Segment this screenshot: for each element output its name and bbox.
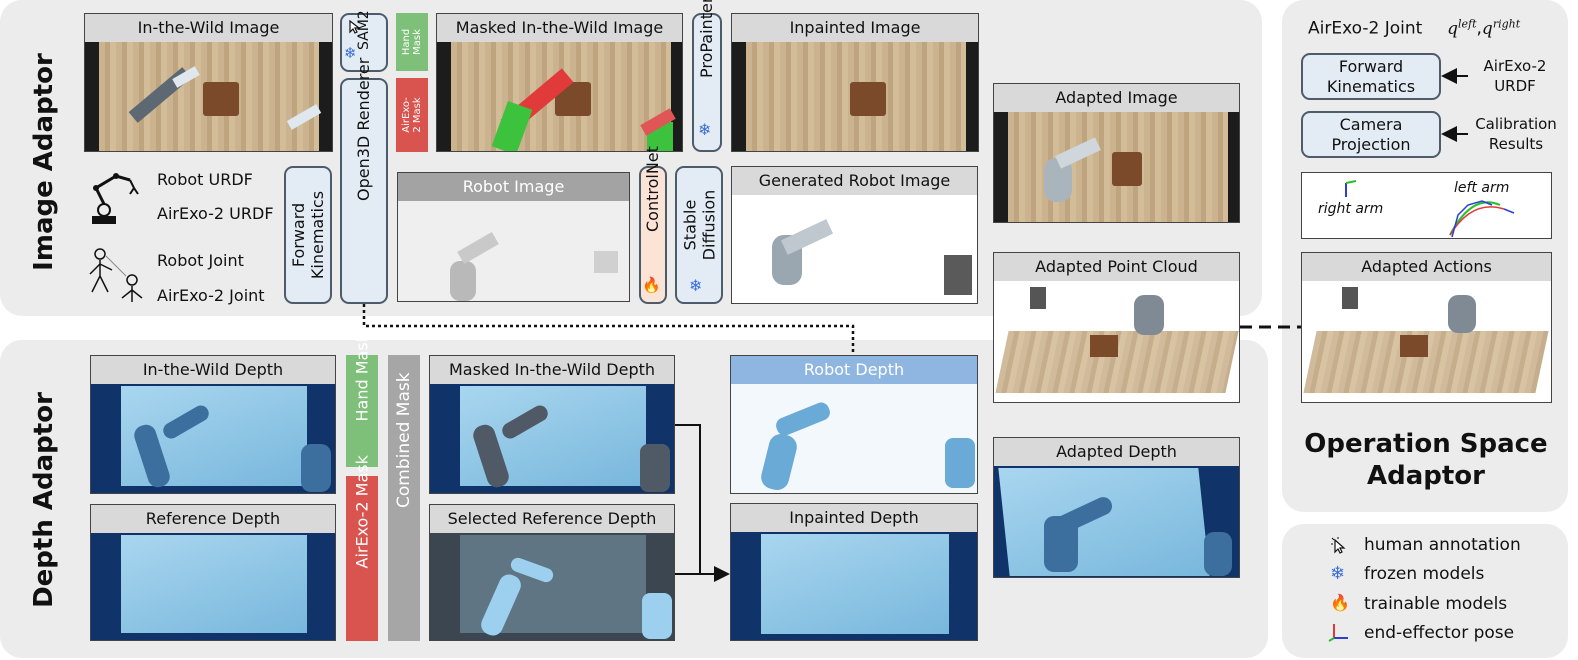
robot-image xyxy=(398,201,629,301)
inpainted-image xyxy=(732,42,978,151)
calibration-results-label: Calibration Results xyxy=(1475,115,1557,153)
adapted-image xyxy=(994,112,1239,222)
in-the-wild-image xyxy=(85,42,332,151)
inpainted-image-panel: Inpainted Image xyxy=(731,13,979,152)
generated-robot-image xyxy=(732,195,977,303)
generated-robot-image-panel: Generated Robot Image xyxy=(731,166,978,304)
inpainted-depth xyxy=(731,532,977,640)
robot-joint-label: Robot Joint xyxy=(157,251,244,270)
airexo2-mask-tag: AirExo-2 Mask xyxy=(396,78,428,152)
frozen-model-icon: ❄ xyxy=(689,276,703,295)
adapted-depth xyxy=(994,466,1239,577)
inpainted-depth-panel: Inpainted Depth xyxy=(730,503,978,641)
frozen-model-icon: ❄ xyxy=(344,44,357,62)
selected-reference-depth xyxy=(430,533,674,640)
camera-projection-box: Camera Projection xyxy=(1301,111,1441,158)
frozen-model-icon: ❄ xyxy=(1330,563,1346,584)
masked-in-the-wild-image-panel: Masked In-the-Wild Image xyxy=(436,13,683,152)
camera-projection-label: Camera Projection xyxy=(1331,114,1411,154)
legend-panel xyxy=(1282,524,1568,658)
airexo2-joint-text: AirExo-2 Joint xyxy=(1308,18,1423,39)
masked-in-the-wild-image xyxy=(437,42,682,151)
reference-depth-panel: Reference Depth xyxy=(90,504,336,641)
q-left-symbol: qleft xyxy=(1447,17,1477,39)
q-right-symbol: qright xyxy=(1481,17,1521,39)
forward-kinematics-box: Forward Kinematics xyxy=(1301,53,1441,100)
exoskeleton-icon xyxy=(89,248,143,302)
legend-label: frozen models xyxy=(1364,564,1485,584)
panel-title: In-the-Wild Depth xyxy=(91,356,335,385)
reference-depth xyxy=(91,533,335,640)
in-the-wild-image-panel: In-the-Wild Image xyxy=(84,13,333,152)
left-arm-label: left arm xyxy=(1454,180,1510,196)
adapted-depth-panel: Adapted Depth xyxy=(993,437,1240,578)
panel-title: Selected Reference Depth xyxy=(430,505,674,534)
open3d-renderer-box: Open3D Renderer xyxy=(340,58,388,304)
panel-title: Adapted Image xyxy=(994,84,1239,113)
airexo2-joint-heading: AirExo-2 Joint qleft,qright xyxy=(1308,17,1521,39)
masked-in-the-wild-depth xyxy=(430,384,674,493)
hand-mask-tag: Hand Mask xyxy=(346,333,378,467)
selected-reference-depth-panel: Selected Reference Depth xyxy=(429,504,675,641)
robot-depth-panel: Robot Depth xyxy=(730,355,978,494)
in-the-wild-depth xyxy=(91,384,335,493)
adapted-point-cloud-panel: Adapted Point Cloud xyxy=(993,252,1240,403)
legend-label: trainable models xyxy=(1364,594,1508,614)
masked-in-the-wild-depth-panel: Masked In-the-Wild Depth xyxy=(429,355,675,494)
panel-title: Reference Depth xyxy=(91,505,335,534)
airexo2-joint-label: AirExo-2 Joint xyxy=(157,286,265,305)
stable-diffusion-box: Stable Diffusion xyxy=(675,166,723,304)
adapted-actions-panel: Adapted Actions xyxy=(1301,252,1552,403)
robot-arm-icon xyxy=(92,173,139,224)
panel-title: Adapted Depth xyxy=(994,438,1239,467)
legend-label: human annotation xyxy=(1364,535,1521,555)
adapted-image-panel: Adapted Image xyxy=(993,83,1240,223)
panel-title: Inpainted Image xyxy=(732,14,978,43)
legend-label: end-effector pose xyxy=(1364,623,1515,643)
combined-mask-tag: Combined Mask xyxy=(388,355,420,641)
panel-title: Robot Image xyxy=(398,173,629,202)
panel-title: In-the-Wild Image xyxy=(85,14,332,43)
trainable-model-icon: 🔥 xyxy=(1330,593,1350,612)
sam2-box: SAM2 xyxy=(340,10,388,72)
panel-title: Masked In-the-Wild Depth xyxy=(430,356,674,385)
robot-image-panel: Robot Image xyxy=(397,172,630,302)
human-annotation-icon xyxy=(1331,537,1346,554)
frozen-model-icon: ❄ xyxy=(698,120,712,139)
panel-title: Masked In-the-Wild Image xyxy=(437,14,682,43)
adapted-point-cloud xyxy=(994,281,1239,402)
robot-urdf-label: Robot URDF xyxy=(157,170,253,189)
panel-title: Adapted Point Cloud xyxy=(994,253,1239,282)
airexo2-mask-tag: AirExo-2 Mask xyxy=(346,455,378,641)
propainter-box: ProPainter xyxy=(692,0,722,152)
in-the-wild-depth-panel: In-the-Wild Depth xyxy=(90,355,336,494)
end-effector-pose-icon xyxy=(1328,624,1348,642)
adapted-actions xyxy=(1302,281,1551,402)
operation-space-adaptor-title: Operation Space Adaptor xyxy=(1304,429,1548,491)
end-effector-trajectory-panel: right arm left arm xyxy=(1301,172,1552,239)
trainable-model-icon: 🔥 xyxy=(642,276,661,294)
robot-depth xyxy=(731,384,977,493)
trajectory-graphic xyxy=(1345,180,1515,238)
hand-mask-tag: Hand Mask xyxy=(396,13,428,71)
forward-kinematics-box: Forward Kinematics xyxy=(284,166,332,304)
forward-kinematics-label: Forward Kinematics xyxy=(1326,56,1416,96)
controlnet-box: ControlNet xyxy=(639,146,667,304)
right-arm-label: right arm xyxy=(1318,201,1384,217)
airexo2-urdf-label: AirExo-2 URDF xyxy=(157,204,274,223)
human-annotation-icon xyxy=(349,19,361,34)
panel-title: Robot Depth xyxy=(731,356,977,385)
airexo2-urdf-label: AirExo-2 URDF xyxy=(1483,57,1547,95)
